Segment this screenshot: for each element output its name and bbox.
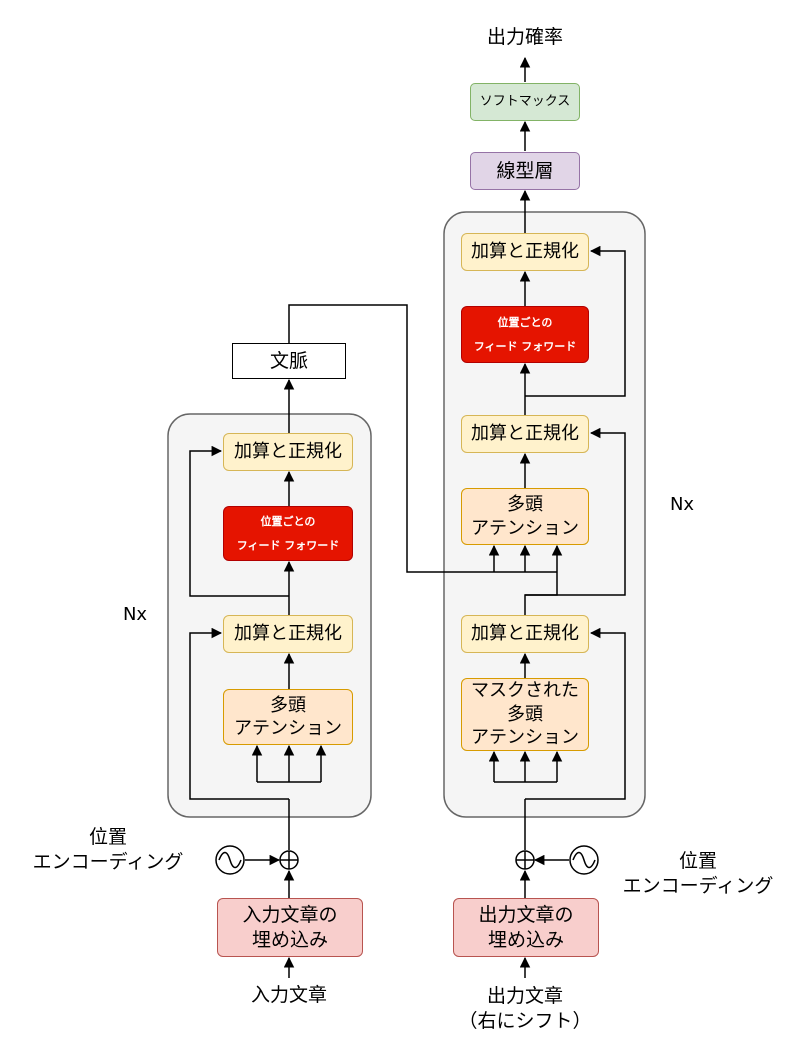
decoder-repeat-label: Nx (669, 494, 695, 516)
encoder-repeat-label: Nx (122, 604, 148, 626)
encoder-input-label: 入力文章 (250, 983, 327, 1006)
encoder-positional-encoding-label: 位置 エンコーディング (32, 826, 184, 873)
encoder-residual-1 (189, 627, 289, 800)
encoder-residual-2 (189, 445, 289, 597)
decoder-residual-3 (525, 245, 626, 397)
decoder-cross-attention-box: 多頭 アテンション (461, 488, 589, 545)
encoder-add-norm-top: 加算と正規化 (223, 433, 353, 471)
decoder-input-label: 出力文章 （右にシフト） (458, 985, 592, 1032)
decoder-add-norm-bottom: 加算と正規化 (461, 615, 589, 653)
decoder-add-icon (515, 850, 535, 870)
encoder-sine-wave-icon (215, 845, 245, 875)
decoder-feed-forward-box: 位置ごとの フィード フォワード (461, 306, 589, 363)
softmax-box: ソフトマックス (470, 83, 580, 121)
encoder-feed-forward-box: 位置ごとの フィード フォワード (223, 506, 353, 561)
output-probabilities-label: 出力確率 (486, 25, 563, 48)
context-box: 文脈 (232, 343, 346, 379)
encoder-attention-box: 多頭 アテンション (223, 689, 353, 745)
encoder-add-icon (279, 850, 299, 870)
decoder-masked-attention-box: マスクされた 多頭 アテンション (461, 678, 589, 751)
decoder-embedding-box: 出力文章の 埋め込み (453, 898, 599, 957)
decoder-add-norm-mid: 加算と正規化 (461, 415, 589, 453)
encoder-add-norm-bottom: 加算と正規化 (223, 615, 353, 653)
encoder-embedding-box: 入力文章の 埋め込み (217, 898, 363, 957)
decoder-add-norm-top: 加算と正規化 (461, 233, 589, 271)
decoder-positional-encoding-label: 位置 エンコーディング (622, 850, 774, 897)
decoder-sine-wave-icon (569, 845, 599, 875)
context-to-decoder-line (288, 304, 557, 573)
linear-layer-box: 線型層 (470, 152, 580, 190)
decoder-residual-1 (525, 627, 626, 800)
decoder-residual-2 (525, 427, 626, 596)
